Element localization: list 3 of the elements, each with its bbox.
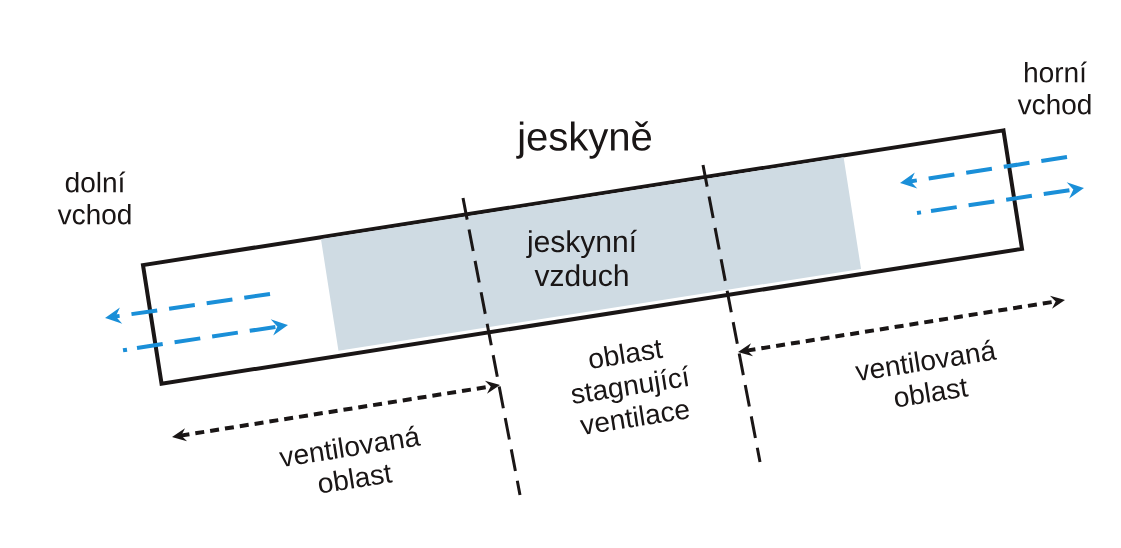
region-label: horní vchod bbox=[1017, 61, 1091, 115]
region-label: dolní vchod bbox=[57, 171, 131, 225]
region-label: ventilovaná oblast bbox=[278, 425, 422, 493]
